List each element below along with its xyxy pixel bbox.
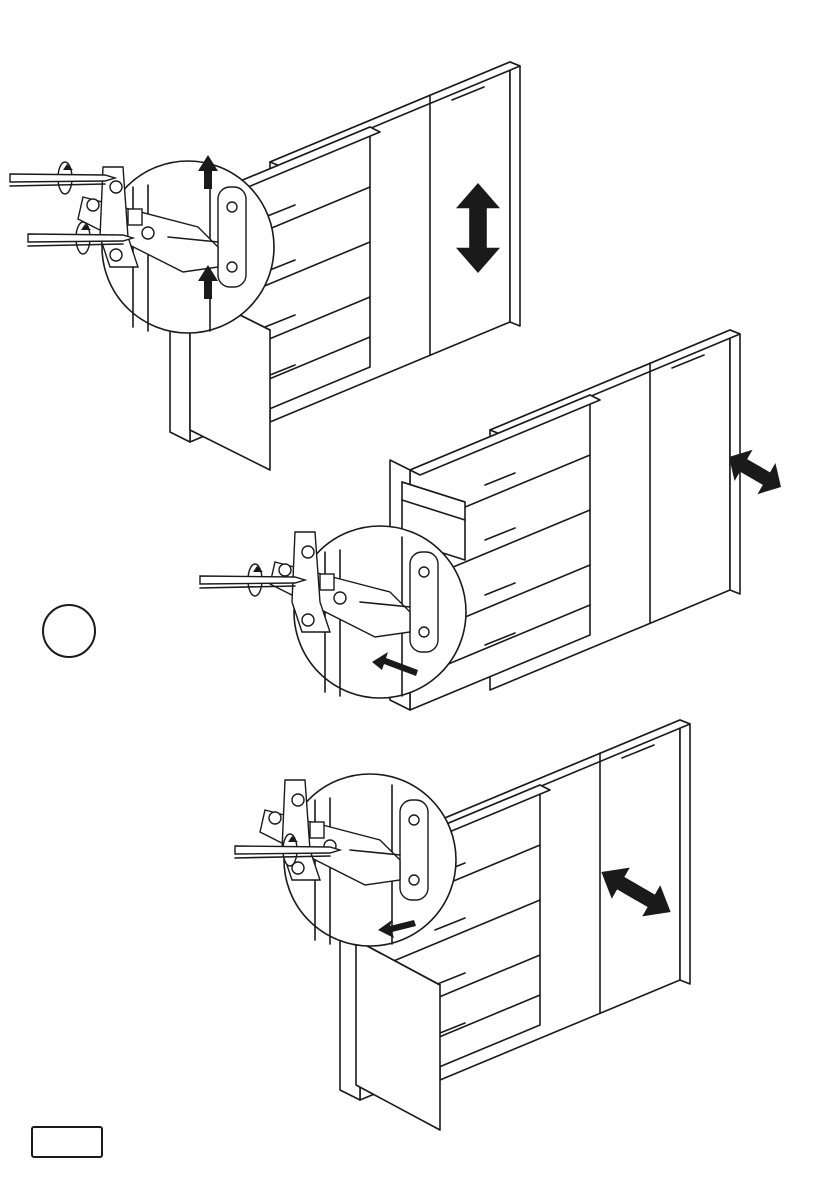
step-number-circle [42,604,96,658]
screwdriver-icon [10,162,115,194]
figure-side-adjustment [235,720,690,1130]
page-number-box [31,1126,103,1158]
figure-height-adjustment [10,62,520,470]
hinge-detail-2 [270,526,466,698]
